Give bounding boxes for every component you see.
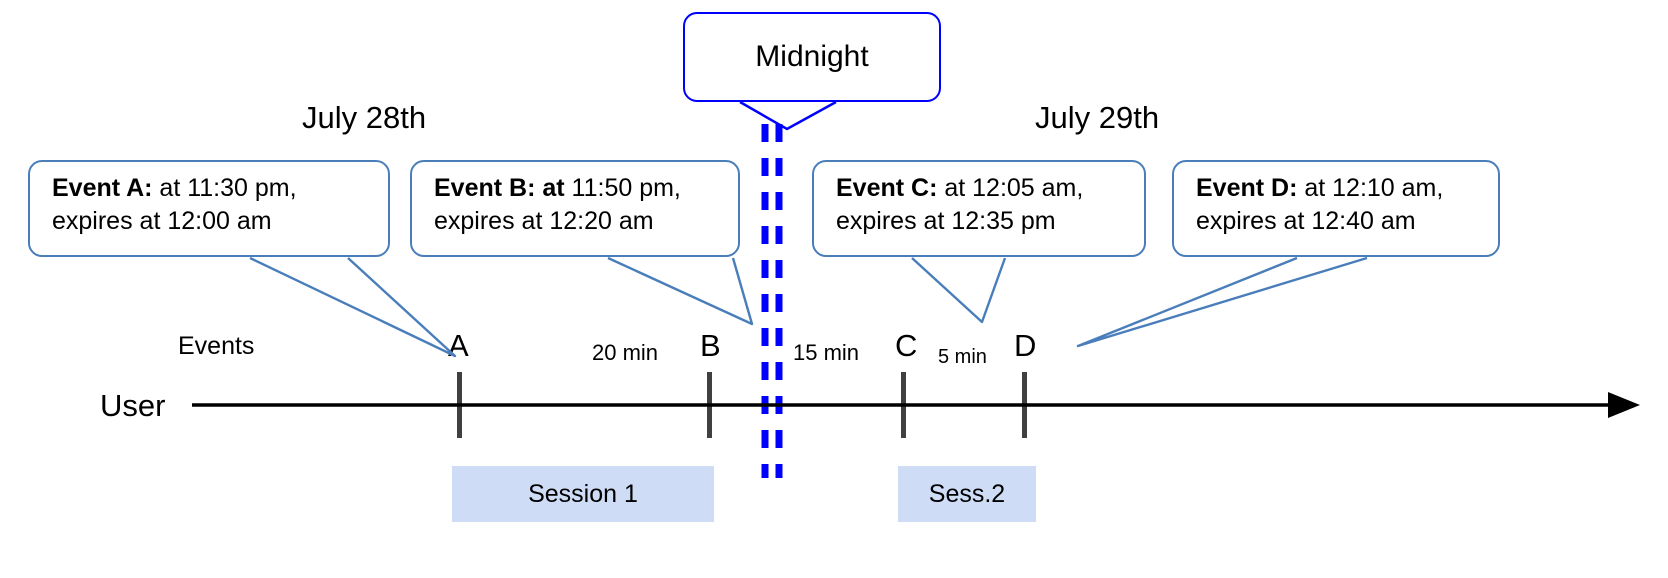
event-callout-c-rest: at 12:05 am, (937, 174, 1084, 202)
row-label-user: User (100, 388, 166, 423)
event-callout-a: Event A: at 11:30 pm, expires at 12:00 a… (28, 160, 390, 257)
tick-mark-d (1022, 372, 1027, 438)
tick-mark-b (707, 372, 712, 438)
session-box-1: Session 1 (452, 466, 714, 522)
event-callout-d-line1: Event D: at 12:10 am, (1196, 172, 1484, 205)
event-callout-d-line2: expires at 12:40 am (1196, 207, 1416, 235)
session-label-1: Session 1 (528, 479, 638, 508)
event-marker-letter-c: C (895, 328, 918, 363)
day-label-left: July 28th (302, 100, 427, 135)
midnight-label: Midnight (755, 40, 869, 73)
event-callout-b-rest: 11:50 pm, (564, 174, 681, 202)
event-callout-a-rest: at 11:30 pm, (152, 174, 297, 202)
midnight-callout-tail (739, 100, 837, 131)
gap-label-ab: 20 min (592, 340, 659, 365)
event-callout-b-line1: Event B: at 11:50 pm, (434, 172, 724, 205)
event-callout-c: Event C: at 12:05 am, expires at 12:35 p… (812, 160, 1146, 257)
event-callout-b-bold: Event B: at (434, 174, 565, 202)
event-marker-letter-a: A (448, 328, 469, 363)
event-callout-b: Event B: at 11:50 pm, expires at 12:20 a… (410, 160, 740, 257)
event-marker-letter-b: B (700, 328, 721, 363)
event-callout-b-line2: expires at 12:20 am (434, 207, 654, 235)
gap-label-bc: 15 min (793, 340, 860, 365)
day-label-right: July 29th (1035, 100, 1160, 135)
timeline-axis-arrowhead (1608, 392, 1640, 418)
event-marker-letter-d: D (1014, 328, 1037, 363)
session-box-2: Sess.2 (898, 466, 1036, 522)
tick-mark-a (457, 372, 462, 438)
event-callout-d: Event D: at 12:10 am, expires at 12:40 a… (1172, 160, 1500, 257)
event-callout-d-bold: Event D: (1196, 174, 1298, 202)
session-label-2: Sess.2 (928, 479, 1006, 508)
event-callout-a-bold: Event A: (52, 174, 153, 202)
leader-line-b (607, 256, 754, 326)
event-callout-a-line2: expires at 12:00 am (52, 207, 272, 235)
midnight-callout: Midnight (683, 12, 941, 102)
gap-label-cd: 5 min (938, 346, 987, 368)
event-callout-d-rest: at 12:10 am, (1297, 174, 1444, 202)
row-label-events: Events (178, 332, 255, 360)
event-callout-c-line1: Event C: at 12:05 am, (836, 172, 1130, 205)
tick-mark-c (901, 372, 906, 438)
event-callout-a-line1: Event A: at 11:30 pm, (52, 172, 374, 205)
event-callout-c-bold: Event C: (836, 174, 938, 202)
leader-line-c (911, 257, 1007, 324)
leader-line-d (1076, 256, 1368, 348)
leader-line-a (249, 256, 457, 358)
event-callout-c-line2: expires at 12:35 pm (836, 207, 1056, 235)
